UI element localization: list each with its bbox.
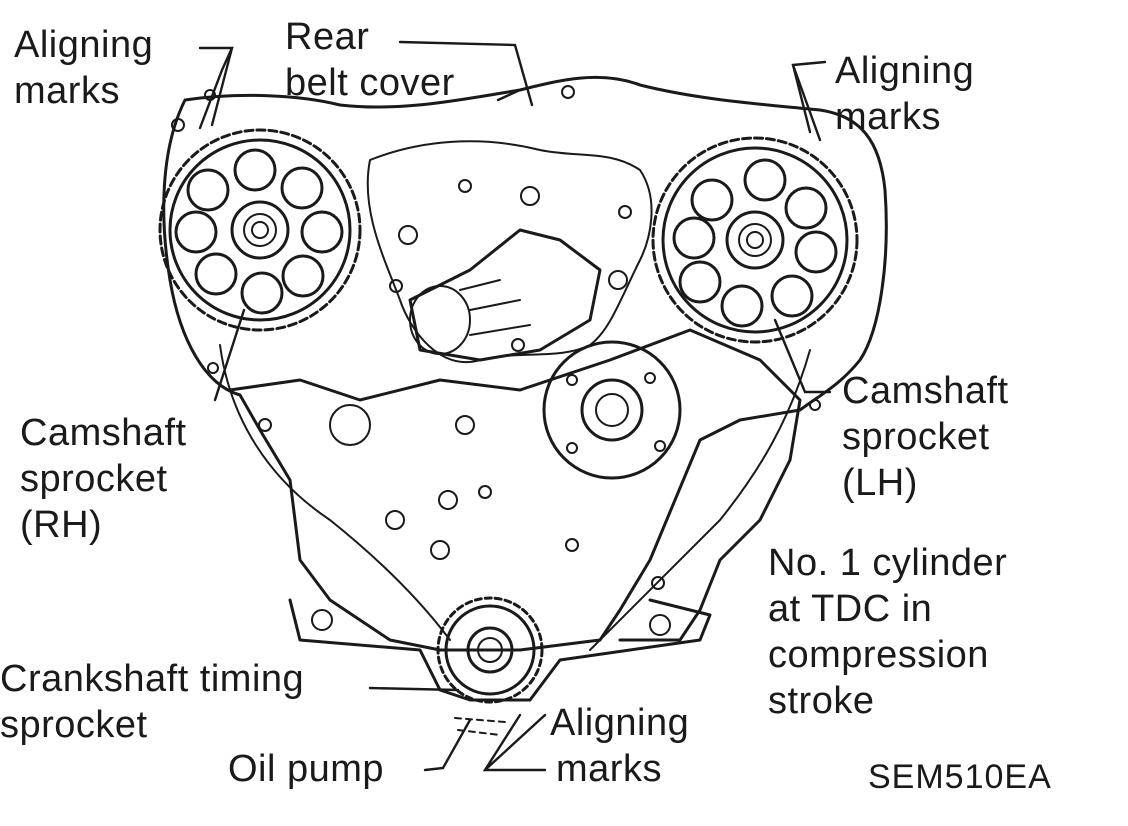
belt-tensioner bbox=[408, 228, 602, 362]
label-line: No. 1 cylinder bbox=[768, 542, 1008, 584]
label-line: Aligning bbox=[550, 702, 690, 744]
label-camshaft-sprocket-lh: Camshaft sprocket (LH) bbox=[842, 368, 1009, 506]
bolt-holes bbox=[171, 85, 821, 636]
label-line: Camshaft bbox=[842, 370, 1009, 412]
timing-belt-path-right bbox=[589, 349, 811, 651]
crankshaft-sprocket bbox=[436, 596, 544, 704]
label-line: compression bbox=[768, 634, 989, 676]
label-line: Crankshaft timing bbox=[0, 658, 305, 700]
camshaft-sprocket-lh bbox=[651, 136, 859, 344]
figure-code: SEM510EA bbox=[868, 754, 1052, 800]
label-oil-pump: Oil pump bbox=[228, 746, 384, 792]
label-line: marks bbox=[835, 96, 941, 138]
camshaft-sprocket-rh bbox=[158, 128, 362, 332]
rear-belt-cover-outline bbox=[162, 75, 888, 652]
label-line: Camshaft bbox=[20, 412, 187, 454]
label-line: Aligning bbox=[835, 50, 975, 92]
label-rear-belt-cover: Rear belt cover bbox=[285, 14, 455, 106]
label-line: sprocket bbox=[0, 704, 148, 746]
label-crankshaft-timing-sprocket: Crankshaft timing sprocket bbox=[0, 656, 304, 748]
timing-belt-path bbox=[219, 344, 451, 641]
label-line: Oil pump bbox=[228, 748, 385, 790]
label-line: sprocket bbox=[842, 416, 990, 458]
label-aligning-marks-top-right: Aligning marks bbox=[835, 48, 974, 140]
label-line: belt cover bbox=[285, 62, 455, 104]
inner-gasket-contour bbox=[366, 140, 653, 363]
label-line: (LH) bbox=[842, 462, 918, 504]
label-line: Aligning bbox=[14, 24, 154, 66]
label-line: SEM510EA bbox=[868, 758, 1052, 796]
label-line: sprocket bbox=[20, 458, 168, 500]
label-line: stroke bbox=[768, 680, 875, 722]
label-line: marks bbox=[14, 70, 120, 112]
label-aligning-marks-top-left: Aligning marks bbox=[14, 22, 153, 114]
water-pump bbox=[542, 340, 682, 480]
label-line: Rear bbox=[285, 16, 370, 58]
label-line: marks bbox=[556, 748, 662, 790]
label-line: at TDC in bbox=[768, 588, 933, 630]
label-aligning-marks-bottom: Aligning marks bbox=[550, 700, 689, 792]
cylinder-block-outline bbox=[228, 328, 802, 642]
leader-lines bbox=[198, 40, 832, 772]
label-line: (RH) bbox=[20, 504, 103, 546]
label-camshaft-sprocket-rh: Camshaft sprocket (RH) bbox=[20, 410, 187, 548]
label-tdc-note: No. 1 cylinder at TDC in compression str… bbox=[768, 540, 1007, 724]
